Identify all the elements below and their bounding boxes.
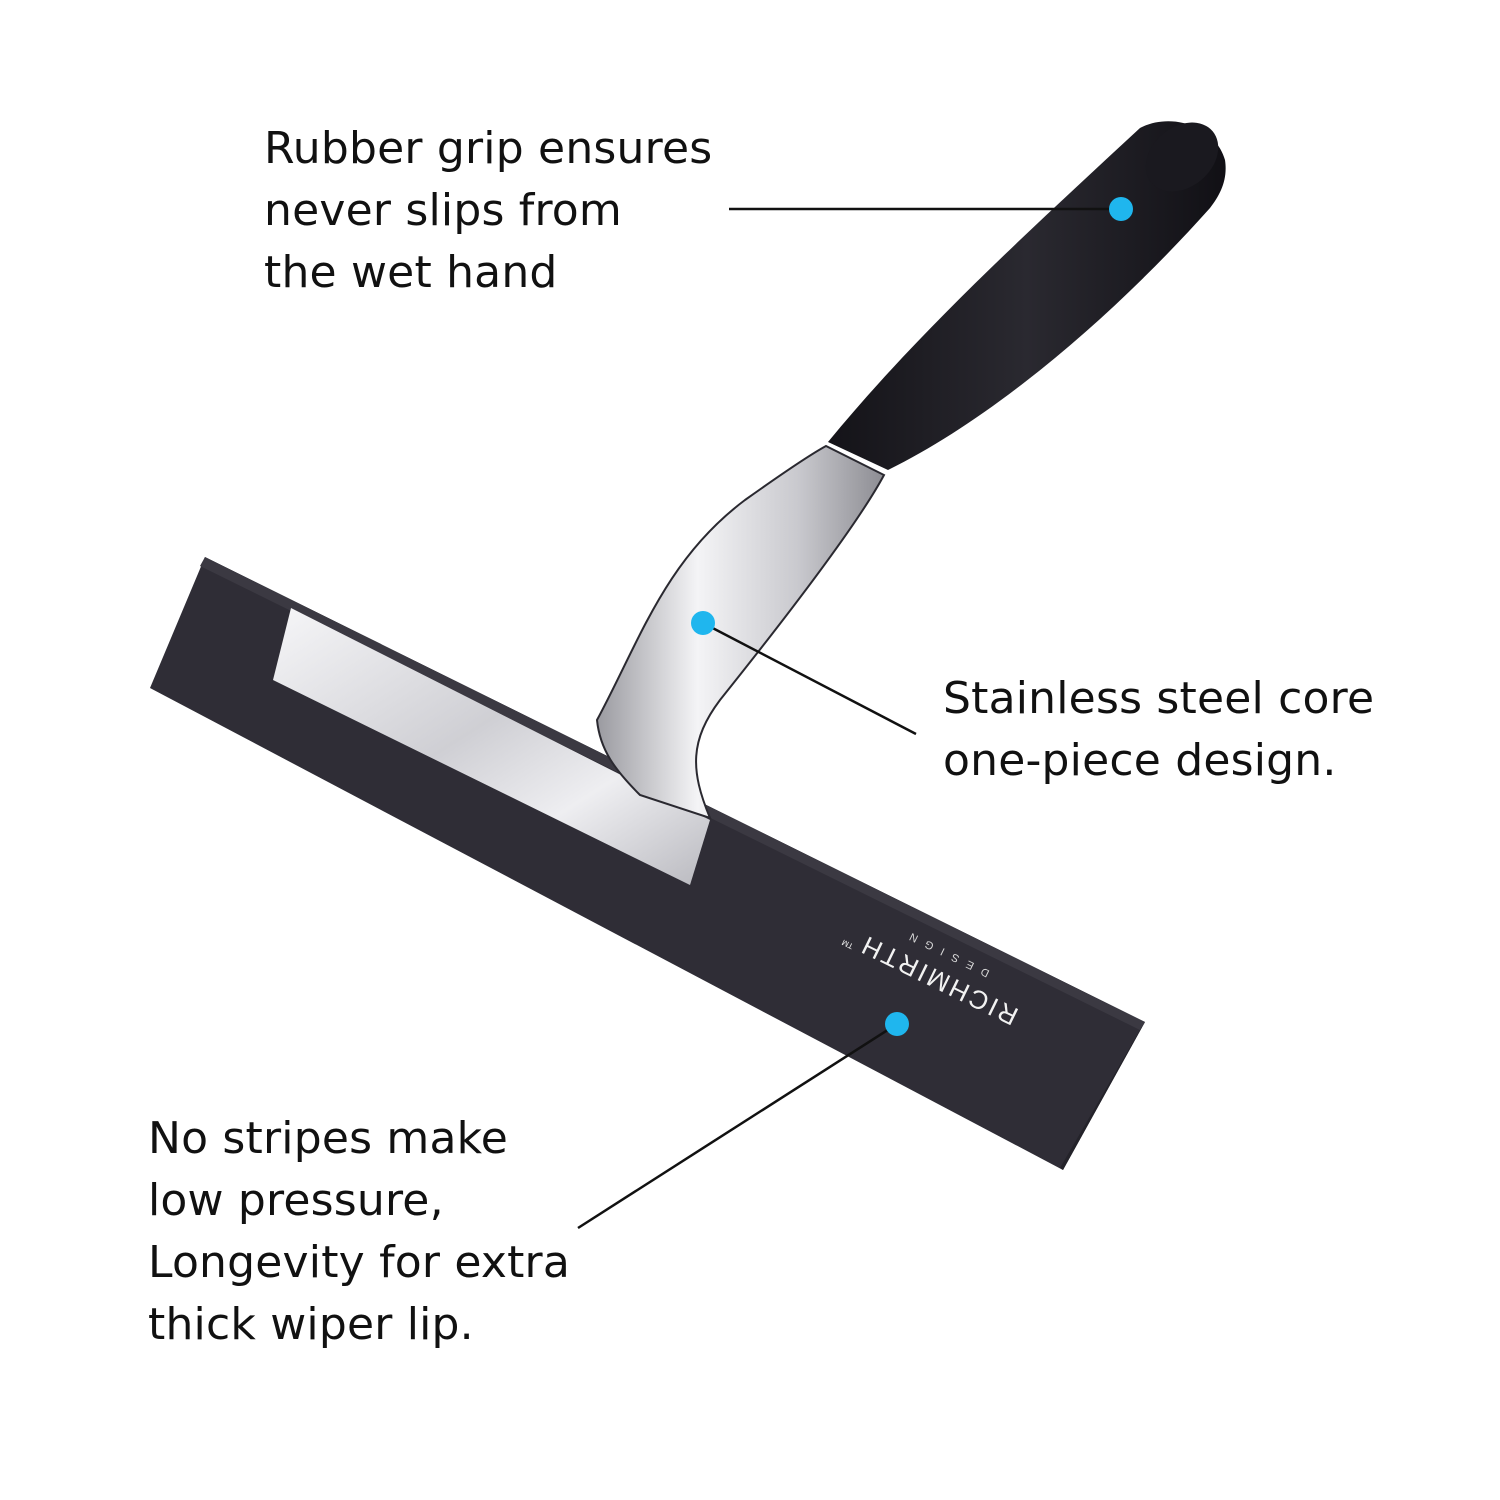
callout-line: never slips from xyxy=(264,185,622,236)
dot-marker-icon xyxy=(885,1012,909,1036)
dot-marker-icon xyxy=(1109,197,1133,221)
callout-rubber-grip: Rubber grip ensures never slips from the… xyxy=(264,118,712,304)
callout-line: low pressure, xyxy=(148,1175,444,1226)
dot-marker-icon xyxy=(691,611,715,635)
grip-end-cap xyxy=(1145,122,1219,192)
callout-line: Stainless steel core xyxy=(943,673,1375,724)
callout-line: one-piece design. xyxy=(943,735,1337,786)
callout-line: Rubber grip ensures xyxy=(264,123,713,174)
callout-steel-core: Stainless steel core one-piece design. xyxy=(943,668,1374,792)
steel-blade-insert xyxy=(273,608,710,885)
callout-line: the wet hand xyxy=(264,247,558,298)
callout-line: Longevity for extra xyxy=(148,1237,571,1288)
leader-line-core xyxy=(702,621,917,736)
steel-neck xyxy=(595,444,886,820)
blade-end-bevel xyxy=(1060,1022,1145,1170)
leader-line-lip xyxy=(577,1022,898,1230)
callout-line: No stripes make xyxy=(148,1113,509,1164)
callout-wiper-lip: No stripes make low pressure, Longevity … xyxy=(148,1108,570,1356)
callout-line: thick wiper lip. xyxy=(148,1299,474,1350)
